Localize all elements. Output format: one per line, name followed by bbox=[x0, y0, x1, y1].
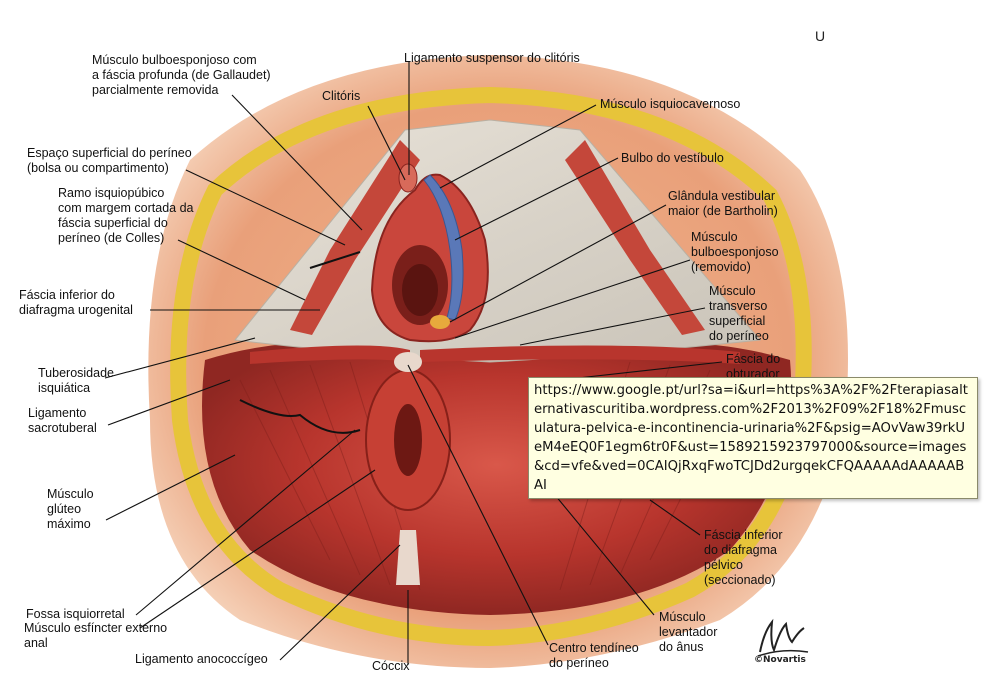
label-levantador-anus: Músculo levantador do ânus bbox=[659, 610, 717, 655]
label-coccix: Cóccix bbox=[372, 659, 410, 674]
vaginal-inner bbox=[402, 264, 438, 316]
label-ligamento-anococcigeo: Ligamento anococcígeo bbox=[135, 652, 268, 667]
label-gluteo-maximo: Músculo glúteo máximo bbox=[47, 487, 94, 532]
label-transverso-superficial: Músculo transverso superficial do períne… bbox=[709, 284, 769, 344]
label-fascia-inferior-pelvico: Fáscia inferior do diafragma pélvico (se… bbox=[704, 528, 783, 588]
label-fascia-inferior-urogenital: Fáscia inferior do diafragma urogenital bbox=[19, 288, 133, 318]
label-ligamento-suspensor: Ligamento suspensor do clitóris bbox=[404, 51, 580, 66]
label-clitoris: Clitóris bbox=[322, 89, 360, 104]
label-centro-tendineo: Centro tendíneo do períneo bbox=[549, 641, 639, 671]
label-glandula-vestibular: Glândula vestibular maior (de Bartholin) bbox=[668, 189, 778, 219]
label-bulboesponjoso-fascia: Músculo bulboesponjoso com a fáscia prof… bbox=[92, 53, 271, 98]
label-espaco-superficial: Espaço superficial do períneo (bolsa ou … bbox=[27, 146, 192, 176]
label-bulboesponjoso-removido: Músculo bulboesponjoso (removido) bbox=[691, 230, 779, 275]
copyright-text: ©Novartis bbox=[754, 655, 806, 665]
clitoris-shape bbox=[399, 164, 417, 192]
corner-mark: U bbox=[815, 28, 825, 44]
label-bulbo-vestibulo: Bulbo do vestíbulo bbox=[621, 151, 724, 166]
coccyx-shape bbox=[396, 530, 420, 585]
anal-opening bbox=[394, 404, 422, 476]
label-fossa-isquiorretal: Fossa isquiorretal bbox=[26, 607, 125, 622]
bartholin-gland bbox=[430, 315, 450, 329]
label-tuberosidade: Tuberosidade isquiática bbox=[38, 366, 114, 396]
url-tooltip: https://www.google.pt/url?sa=i&url=https… bbox=[528, 377, 978, 499]
perineal-body bbox=[394, 352, 422, 372]
label-ligamento-sacrotuberal: Ligamento sacrotuberal bbox=[28, 406, 97, 436]
label-esfincter-externo: Músculo esfíncter externo anal bbox=[24, 621, 167, 651]
label-ramo-isquiopubico: Ramo isquiopúbico com margem cortada da … bbox=[58, 186, 193, 246]
label-isquiocavernoso: Músculo isquiocavernoso bbox=[600, 97, 740, 112]
